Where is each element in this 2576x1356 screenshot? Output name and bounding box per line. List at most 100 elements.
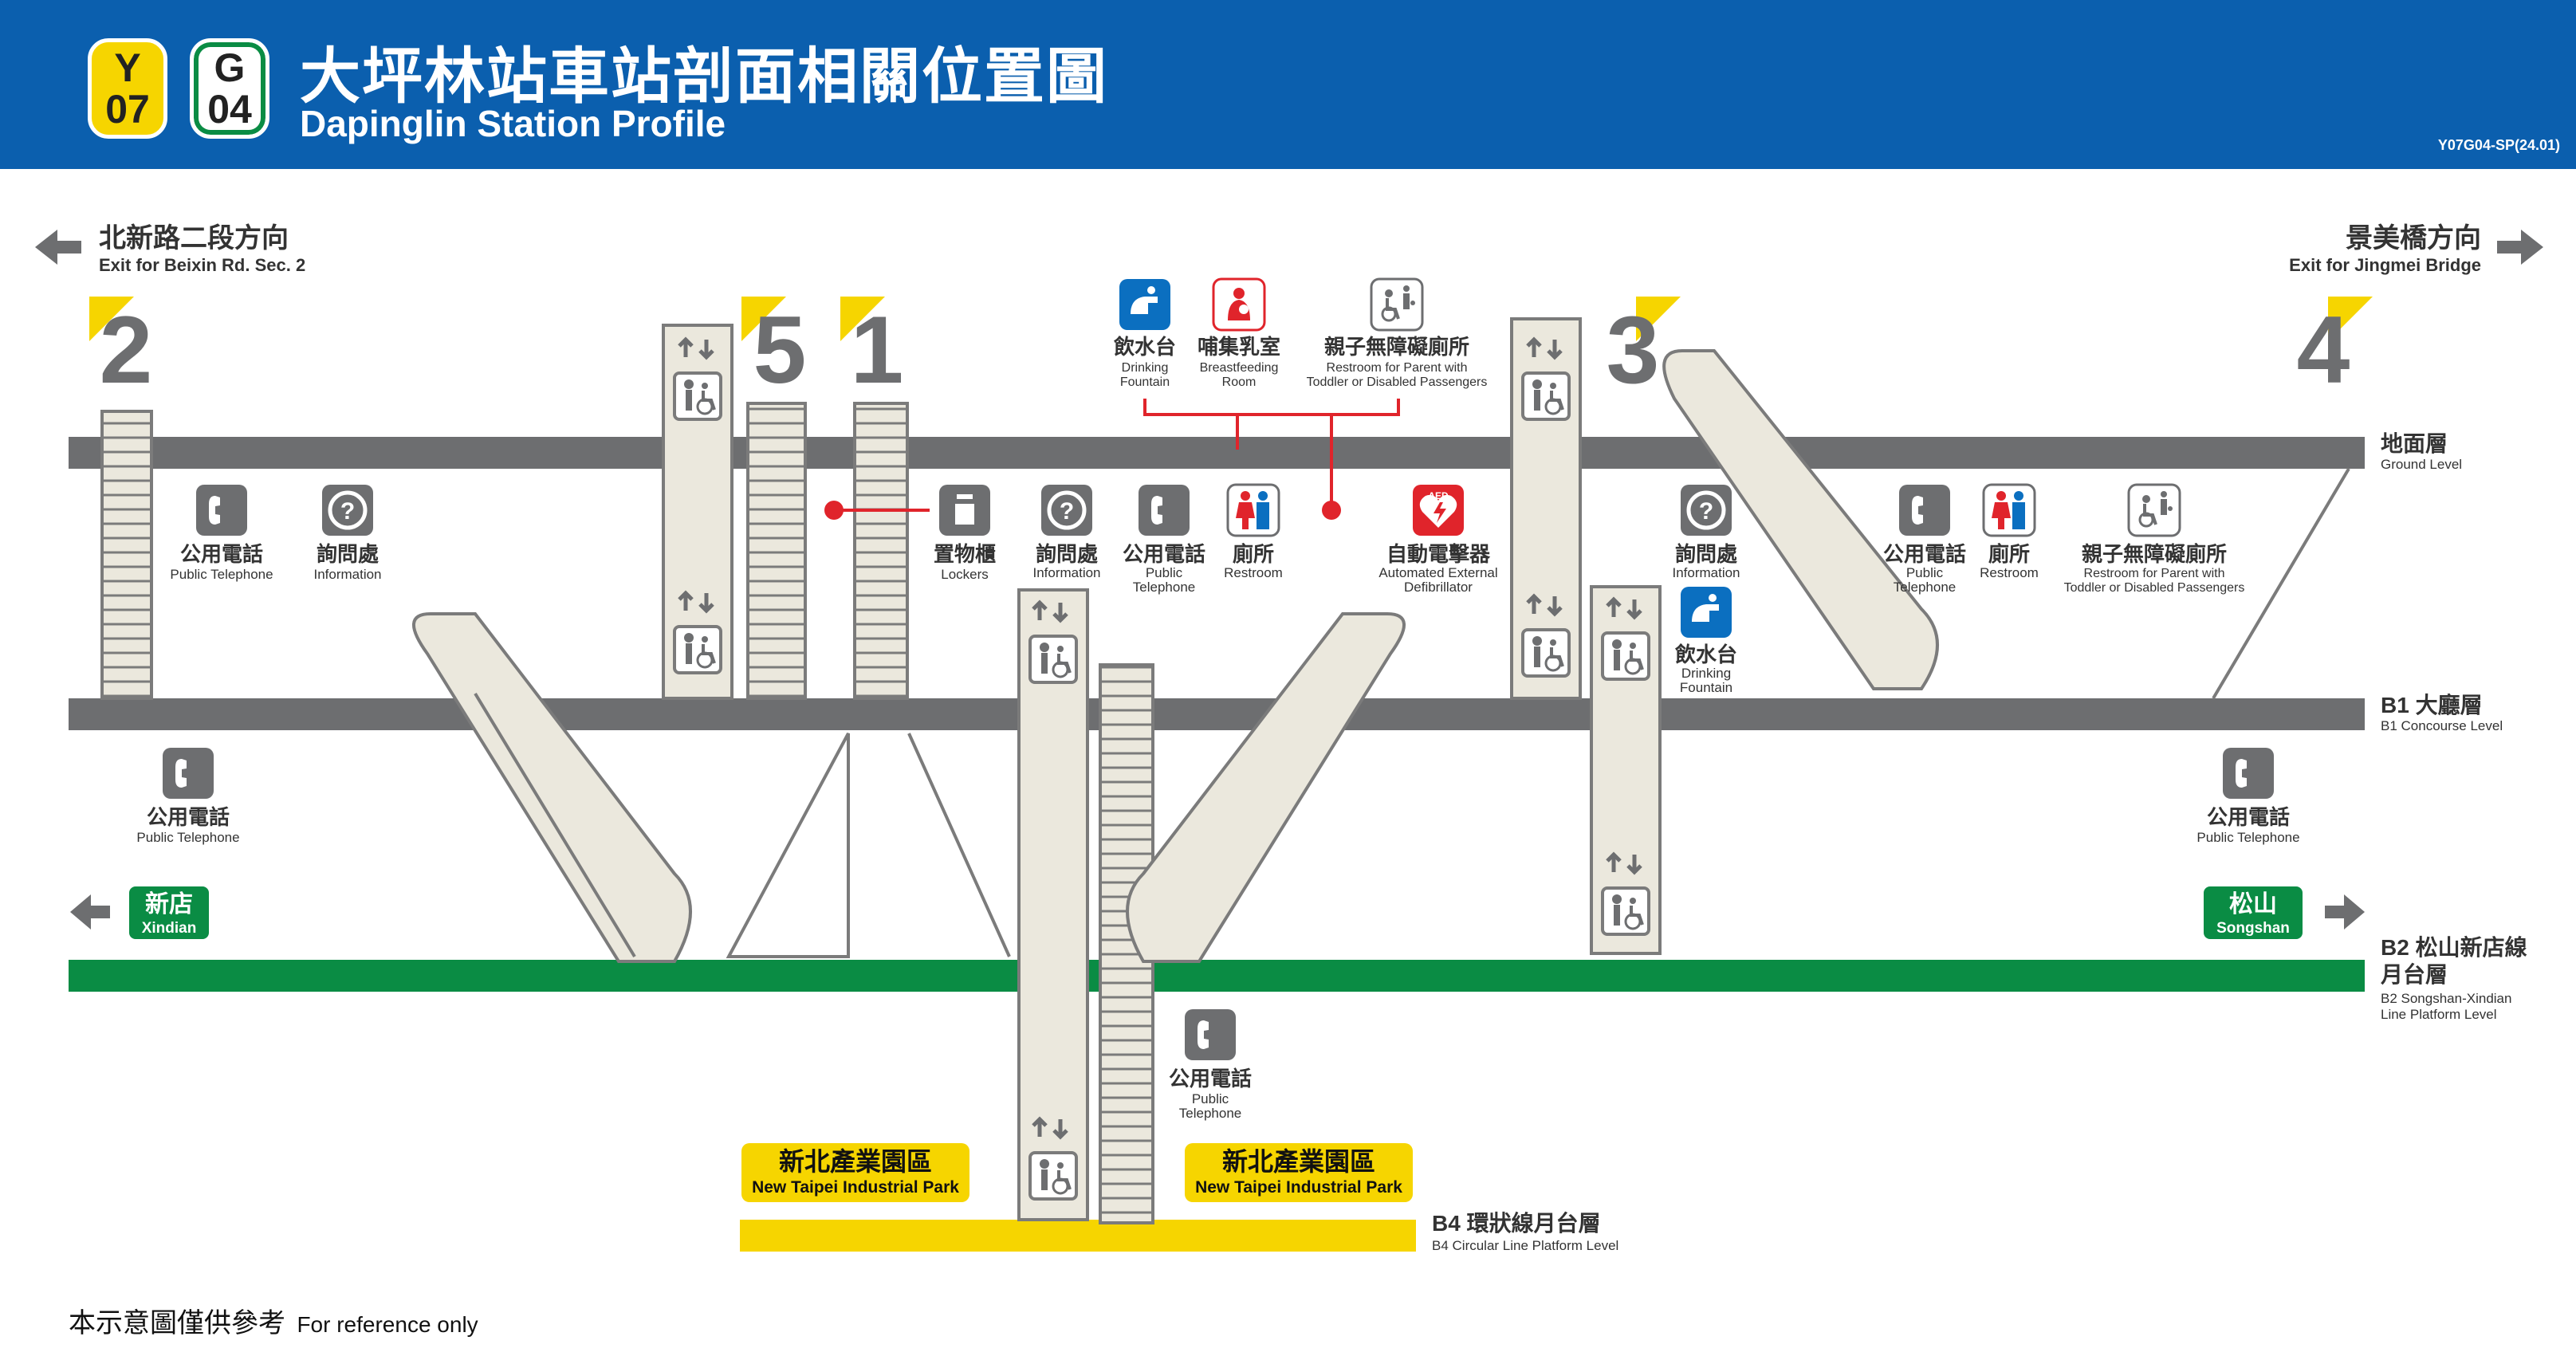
facility-label-en: Toddler or Disabled Passengers [2064, 581, 2245, 595]
facility-label-en: Public Telephone [2196, 830, 2299, 845]
phone-b1-center: 公用電話 Public Telephone [1123, 485, 1205, 595]
footer-note: 本示意圖僅供參考 For reference only [69, 1301, 478, 1340]
facility-label: 公用電話 [2207, 805, 2290, 829]
b4-platform-slab [740, 1220, 1416, 1252]
facility-label: 詢問處 [1036, 542, 1098, 566]
direction-left-label: 北新路二段方向 [99, 222, 289, 254]
facility-label-en: Restroom [1980, 565, 2039, 580]
facility-label: 公用電話 [1883, 542, 1966, 566]
restroom-b1-right: 廁所 Restroom [1980, 483, 2039, 580]
facility-label: 詢問處 [317, 542, 379, 566]
escalator-b1-b2-left [412, 612, 692, 963]
facility-label: 詢問處 [1675, 542, 1737, 566]
ground-level-slab [69, 437, 2365, 469]
family-restroom-b1: 親子無障礙廁所 Restroom for Parent with Toddler… [2064, 483, 2245, 595]
page-subtitle: Dapinglin Station Profile [300, 103, 726, 144]
arrow-right-icon [2497, 230, 2543, 265]
phone-icon [196, 485, 247, 536]
destination-park-left: 新北產業園區 New Taipei Industrial Park [741, 1143, 969, 1202]
direction-right-en: Exit for Jingmei Bridge [2289, 255, 2481, 275]
page-title: 大坪林站車站剖面相關位置圖 [300, 43, 1108, 111]
facility-label-en: Drinking [1122, 361, 1169, 375]
level-label: B1 大廳層 [2381, 692, 2483, 717]
exit-number: 5 [753, 297, 807, 403]
aed: AED 自動電擊器 Automated External Defibrillat… [1378, 485, 1498, 595]
facility-label-en: Lockers [941, 567, 989, 582]
facility-label: 親子無障礙廁所 [1324, 335, 1469, 359]
restroom-b1-center: 廁所 Restroom [1224, 483, 1283, 580]
badge-station-number: 07 [105, 87, 150, 132]
destination-label: 新北產業園區 [1222, 1147, 1375, 1176]
facility-label-en: Public Telephone [170, 567, 273, 582]
exit-2: 2 [89, 297, 152, 403]
exit-number: 1 [851, 297, 904, 403]
facility-label-en: Fountain [1680, 680, 1732, 695]
information-icon [322, 485, 373, 536]
elevator-b1-b4 [1017, 588, 1089, 1221]
badge-station-number: 04 [207, 87, 252, 132]
facility-label: 公用電話 [180, 542, 263, 566]
phone-b2-left: 公用電話 Public Telephone [136, 748, 240, 845]
facility-label-en: Automated External [1378, 565, 1497, 580]
phone-icon [2223, 748, 2274, 799]
exit-4: 4 [2297, 297, 2373, 403]
exit-3: 3 [1607, 297, 1681, 403]
restroom-icon [1226, 483, 1280, 537]
facility-label-en: Telephone [1133, 580, 1195, 595]
facility-connectors [824, 399, 1400, 520]
level-label-en: B4 Circular Line Platform Level [1432, 1238, 1618, 1253]
exit-5: 5 [741, 297, 806, 403]
footer-note-zh: 本示意圖僅供參考 [69, 1308, 285, 1338]
destination-songshan: 松山 Songshan [2204, 886, 2365, 939]
phone-b1-right: 公用電話 Public Telephone [1883, 485, 1966, 595]
b2-platform-slab [69, 960, 2365, 992]
exit-number: 2 [100, 297, 153, 403]
info-b1-left: 詢問處 Information [313, 485, 382, 582]
information-icon [1041, 485, 1092, 536]
info-b1-right: 詢問處 Information [1672, 485, 1740, 580]
badge-line-code: Y [114, 45, 141, 90]
phone-icon [1139, 485, 1190, 536]
info-b1-center: 詢問處 Information [1032, 485, 1101, 580]
destination-label-en: New Taipei Industrial Park [1195, 1178, 1402, 1197]
wheelchair-icon [1028, 635, 1078, 684]
facility-label-en: Room [1222, 375, 1257, 389]
fountain-ground: 飲水台 Drinking Fountain [1113, 279, 1176, 389]
facility-label: 親子無障礙廁所 [2082, 542, 2227, 566]
wheelchair-icon [1521, 371, 1571, 421]
facility-label-en: Information [313, 567, 381, 582]
level-label: 地面層 [2381, 431, 2448, 456]
direction-right: 景美橋方向 Exit for Jingmei Bridge [2289, 223, 2543, 275]
arrow-right-icon [2325, 894, 2365, 930]
facility-label-en: Telephone [1179, 1106, 1241, 1121]
nursing-room: 哺集乳室 Breastfeeding Room [1198, 277, 1280, 389]
footer-note-en: For reference only [297, 1312, 478, 1337]
stairs-b1-b2-left [726, 733, 850, 958]
wheelchair-icon [1028, 1151, 1078, 1201]
family-restroom-icon [2127, 483, 2181, 537]
drinking-fountain-icon [1681, 587, 1732, 638]
locker-icon [939, 485, 990, 536]
destination-park-right: 新北產業園區 New Taipei Industrial Park [1185, 1143, 1413, 1202]
exit-number: 4 [2297, 297, 2350, 403]
facility-label-en: Telephone [1894, 580, 1956, 595]
facility-label: 公用電話 [1169, 1067, 1252, 1091]
level-label: 月台層 [2380, 961, 2448, 987]
line-badge-green: G 04 [190, 38, 269, 139]
facility-label: 哺集乳室 [1198, 335, 1280, 359]
nursing-room-icon [1212, 277, 1266, 332]
level-label-en: Line Platform Level [2381, 1007, 2497, 1022]
destination-label: 新北產業園區 [779, 1147, 932, 1176]
destination-label: 松山 [2229, 891, 2277, 918]
exit-1: 1 [840, 297, 903, 403]
facility-label: 公用電話 [1123, 542, 1205, 566]
b1-concourse-slab [69, 698, 2365, 730]
phone-icon [1185, 1009, 1236, 1060]
header-bar: Y 07 G 04 大坪林站車站剖面相關位置圖 Dapinglin Statio… [0, 0, 2576, 169]
restroom-icon [1982, 483, 2036, 537]
facility-label-en: Public [1192, 1091, 1229, 1106]
phone-b1-left: 公用電話 Public Telephone [170, 485, 273, 582]
wheelchair-icon [1521, 628, 1571, 678]
level-labels: 地面層 Ground Level B1 大廳層 B1 Concourse Lev… [1432, 431, 2527, 1253]
drinking-fountain-icon [1119, 279, 1170, 330]
